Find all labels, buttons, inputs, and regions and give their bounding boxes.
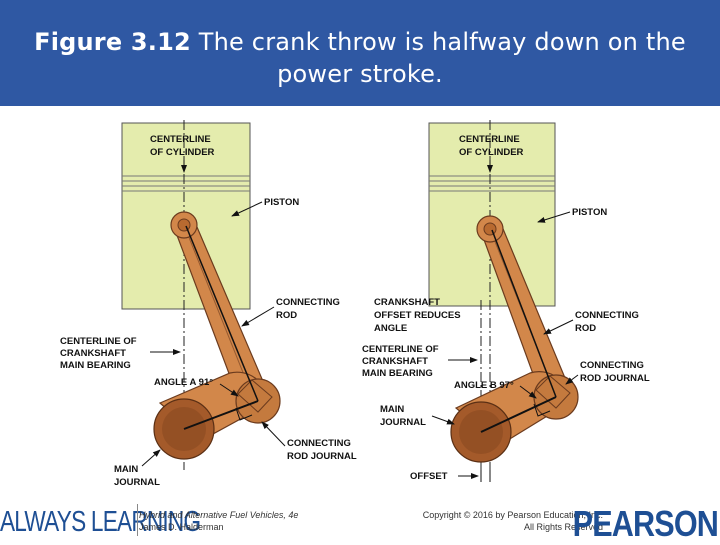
title-bar: Figure 3.12 The crank throw is halfway d… [0,0,720,106]
figure-caption: The crank throw is halfway down on the p… [198,28,686,88]
left-angle-label: ANGLE A 91° [154,377,213,388]
slide-title: Figure 3.12 The crank throw is halfway d… [0,0,720,90]
right-journal-label-2: ROD JOURNAL [580,373,650,384]
right-rod-label-2: ROD [575,323,596,334]
left-journal-label-2: ROD JOURNAL [287,451,357,462]
right-offset-label: OFFSET [410,471,448,482]
right-rod-line [491,229,557,398]
right-rod-label-1: CONNECTING [575,310,639,321]
right-main-journal-1: MAIN [380,404,404,415]
right-cl-crank-1: CENTERLINE OF [362,344,439,355]
left-rod-label-1: CONNECTING [276,297,340,308]
left-journal-label-1: CONNECTING [287,438,351,449]
left-main-journal-1: MAIN [114,464,138,475]
right-offset-note-2: OFFSET REDUCES [374,310,461,321]
left-cl-cylinder-2: OF CYLINDER [150,147,215,158]
right-throw-line [480,396,557,433]
right-main-journal-2: JOURNAL [380,417,426,428]
book-title: Hybrid and Alternative Fuel Vehicles, 4e [139,510,299,520]
crank-diagram: CENTERLINE OF CYLINDER PISTON CONNECTING… [60,120,650,488]
left-cl-crank-1: CENTERLINE OF [60,336,137,347]
right-cl-crank-2: CRANKSHAFT [362,356,428,367]
left-diagram: CENTERLINE OF CYLINDER PISTON CONNECTING… [60,120,357,488]
rights-line: All Rights Reserved [523,522,603,532]
right-diagram: CENTERLINE OF CYLINDER PISTON CRANKSHAFT… [362,120,650,482]
copyright-line: Copyright © 2016 by Pearson Education, I… [422,510,603,520]
book-credit: Hybrid and Alternative Fuel Vehicles, 4e… [139,509,298,533]
right-angle-label: ANGLE B 97° [454,380,514,391]
right-cl-cylinder-2: OF CYLINDER [459,147,524,158]
right-offset-note-1: CRANKSHAFT [374,297,440,308]
figure-number: Figure 3.12 [34,28,191,56]
book-author: James D. Halderman [139,522,224,532]
left-piston-label: PISTON [264,197,299,208]
crank-throw-figure: CENTERLINE OF CYLINDER PISTON CONNECTING… [0,106,720,500]
always-learning-logo: ALWAYS LEARNING [0,506,201,538]
left-cl-crank-3: MAIN BEARING [60,360,131,371]
copyright-notice: Copyright © 2016 by Pearson Education, I… [378,509,603,533]
pearson-logo: PEARSON [572,503,719,544]
right-piston-label: PISTON [572,207,607,218]
left-cl-cylinder-1: CENTERLINE [150,134,211,145]
footer-bar [0,500,720,540]
left-cl-crank-2: CRANKSHAFT [60,348,126,359]
footer-divider [137,504,138,536]
left-connecting-rod [170,211,269,409]
right-cl-cylinder-1: CENTERLINE [459,134,520,145]
left-rod-line [185,225,259,402]
left-main-journal-2: JOURNAL [114,477,160,488]
right-offset-note-3: ANGLE [374,323,407,334]
right-cl-crank-3: MAIN BEARING [362,368,433,379]
left-rod-label-2: ROD [276,310,297,321]
left-throw-line [183,400,259,430]
right-piston [428,122,556,307]
right-journal-label-1: CONNECTING [580,360,644,371]
